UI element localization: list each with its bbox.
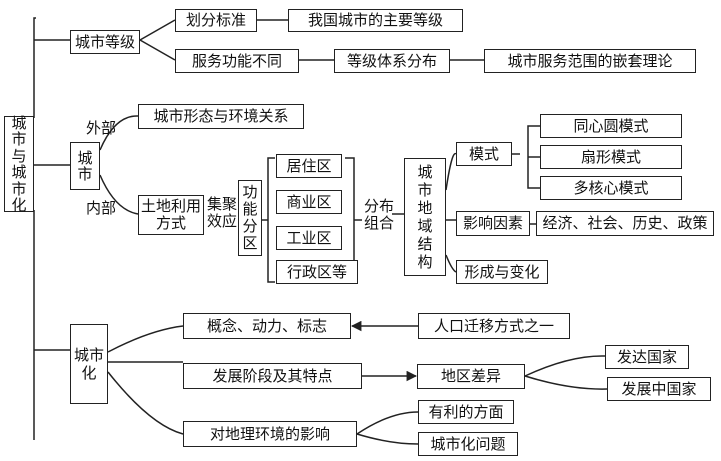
zone-residential: 居住区 [276,154,342,178]
root-node: 城市与城市化 [4,114,34,213]
node-functional-zones: 功能分区 [238,180,262,256]
node-urban-structure: 城市地域结构 [404,158,446,276]
node-different-functions: 服务功能不同 [175,49,299,73]
label-distribution-combination: 分布组合 [363,197,394,233]
node-favorable: 有利的方面 [418,400,514,424]
node-problems: 城市化问题 [418,432,518,456]
zone-commercial: 商业区 [276,190,342,214]
node-land-use: 土地利用方式 [138,195,204,235]
node-migration: 人口迁移方式之一 [418,313,570,339]
node-division-standard: 划分标准 [175,9,257,32]
node-formation: 形成与变化 [456,260,548,284]
zone-administrative: 行政区等 [276,260,358,284]
zone-industrial: 工业区 [276,226,342,250]
model-sector: 扇形模式 [540,145,682,169]
node-developed: 发达国家 [605,345,689,369]
node-impact: 对地理环境的影响 [183,421,357,447]
node-form-environment: 城市形态与环境关系 [138,104,304,129]
node-developing: 发展中国家 [607,377,711,401]
model-multi-nuclei: 多核心模式 [540,176,682,200]
node-factors: 影响因素 [456,211,530,236]
node-models: 模式 [456,142,512,166]
node-nesting-theory: 城市服务范围的嵌套理论 [484,49,696,73]
node-city-grade: 城市等级 [70,30,140,54]
model-concentric: 同心圆模式 [540,114,682,138]
node-urbanization: 城市化 [70,324,108,404]
root-spine [33,17,36,118]
node-city: 城市 [70,142,100,190]
node-factors-detail: 经济、社会、历史、政策 [536,211,714,236]
node-regional-diff: 地区差异 [417,364,525,389]
label-internal: 内部 [86,199,117,217]
node-main-grades: 我国城市的主要等级 [288,9,463,32]
node-concept: 概念、动力、标志 [183,313,351,339]
label-external: 外部 [86,119,117,137]
node-agglomeration: 集聚效应 [206,195,237,231]
node-grade-distribution: 等级体系分布 [334,49,450,73]
node-stages: 发展阶段及其特点 [183,363,362,389]
